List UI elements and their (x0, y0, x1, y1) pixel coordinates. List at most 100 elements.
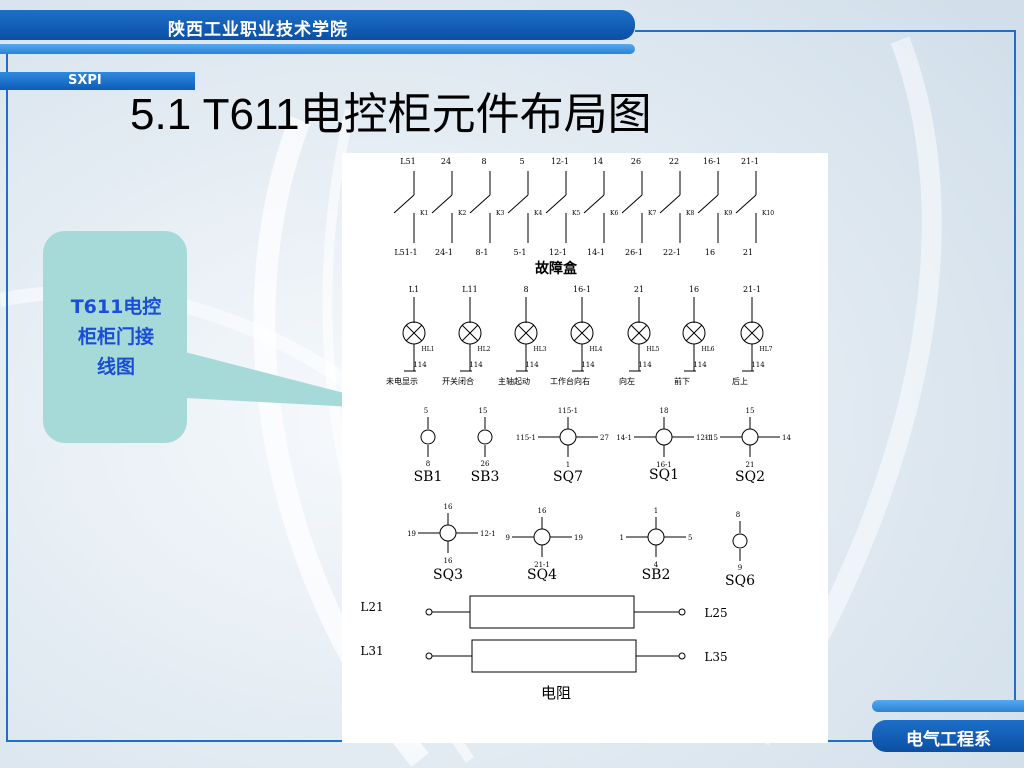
switch-top-label: 1 (654, 507, 658, 515)
frame-left-line (6, 54, 8, 740)
switch-label: K8 (686, 210, 694, 217)
school-abbr: SXPI (68, 73, 102, 88)
callout-line-1: T611电控 (70, 296, 162, 318)
lamp-hl-label: HL5 (646, 346, 659, 353)
lamp-bottom-label: 114 (413, 361, 427, 369)
lamp-cross (461, 324, 479, 342)
dept-bar (872, 720, 1024, 752)
switch-contact (559, 428, 577, 446)
switch-bottom-label: 21 (746, 461, 755, 469)
resistor-left-label: L31 (360, 644, 383, 658)
switch-blade (659, 194, 681, 214)
lamp-hl-label: HL7 (759, 346, 772, 353)
lamp-cross (743, 324, 761, 342)
lamp-hl-label: HL6 (701, 346, 714, 353)
wiring-diagram-svg: L51K1L51-124K224-18K38-15K45-112-1K512-1… (360, 157, 791, 702)
switch-bottom-label: 16-1 (656, 461, 672, 469)
lamp-top-label: 21-1 (743, 285, 761, 294)
switch-top-label: 15 (479, 407, 488, 415)
switch-blade (507, 194, 529, 214)
lamp-hl-label: HL2 (477, 346, 490, 353)
switch-label: K10 (762, 210, 774, 217)
switch-contact (741, 428, 759, 446)
switch-name: SQ3 (433, 567, 463, 583)
fault-box-title: 故障盒 (535, 260, 578, 277)
callout-line-2: 柜柜门接 (77, 326, 154, 348)
school-header-bar (0, 10, 635, 40)
fault-bottom-label: L51-1 (394, 248, 417, 257)
lamp-caption: 工作台向右 (550, 376, 590, 386)
callout-line-3: 线图 (96, 356, 135, 378)
resistor-body (471, 639, 637, 673)
lamp-bottom-label: 114 (751, 361, 765, 369)
lamp-bottom-label: 114 (581, 361, 595, 369)
school-header-underline (0, 44, 635, 54)
resistor-terminal (425, 608, 433, 616)
fault-bottom-label: 26-1 (625, 248, 643, 257)
resistor-caption: 电阻 (541, 684, 571, 702)
switch-top-label: 5 (424, 407, 428, 415)
switch-blade (583, 194, 605, 214)
frame-top-line (635, 30, 1016, 32)
switch-contact (647, 528, 665, 546)
lamp-cross (630, 324, 648, 342)
fault-bottom-label: 14-1 (587, 248, 605, 257)
fault-top-label: 14 (593, 157, 603, 166)
switch-name: SQ6 (725, 573, 755, 589)
switch-label: K4 (534, 210, 542, 217)
lamp-bottom-label: 114 (469, 361, 483, 369)
lamp-bottom-label: 114 (638, 361, 652, 369)
lamp-cross (573, 324, 591, 342)
lamp-hl-label: HL1 (421, 346, 434, 353)
lamp-top-label: L11 (462, 285, 478, 294)
switch-left-label: 115-1 (516, 434, 536, 442)
switch-blade (545, 194, 567, 214)
fault-top-label: L51 (400, 157, 416, 166)
switch-name: SQ1 (649, 467, 679, 483)
lamp-hl-label: HL4 (589, 346, 602, 353)
switch-blade (469, 194, 491, 214)
callout-text: T611电控 柜柜门接 线图 (52, 292, 180, 382)
switch-bottom-label: 21-1 (534, 561, 550, 569)
fault-top-label: 21-1 (741, 157, 759, 166)
switch-top-label: 16 (444, 503, 453, 511)
lamp-caption: 主轴起动 (498, 376, 530, 386)
fault-bottom-label: 5-1 (514, 248, 527, 257)
lamp-caption: 后上 (732, 376, 748, 386)
switch-contact (439, 524, 457, 542)
switch-name: SB1 (414, 469, 443, 485)
fault-top-label: 16-1 (703, 157, 721, 166)
lamp-top-label: 8 (523, 285, 528, 294)
switch-contact (533, 528, 551, 546)
department-name: 电气工程系 (906, 730, 991, 750)
abbr-bar (0, 72, 195, 90)
lamp-cross (405, 324, 423, 342)
callout-box (43, 231, 187, 443)
fault-bottom-label: 22-1 (663, 248, 681, 257)
lamp-top-label: 16 (689, 285, 699, 294)
resistor-terminal (425, 652, 433, 660)
switch-name: SQ7 (553, 469, 583, 485)
switch-name: SQ4 (527, 567, 557, 583)
switch-label: K9 (724, 210, 732, 217)
fault-top-label: 12-1 (551, 157, 569, 166)
fault-bottom-label: 8-1 (476, 248, 489, 257)
lamp-bottom-label: 114 (693, 361, 707, 369)
fault-top-label: 5 (519, 157, 524, 166)
switch-top-label: 16 (538, 507, 547, 515)
switch-blade (431, 194, 453, 214)
fault-top-label: 22 (669, 157, 679, 166)
fault-top-label: 8 (481, 157, 486, 166)
switch-label: K6 (610, 210, 618, 217)
switch-left-label: 115 (705, 434, 718, 442)
switch-left-label: 19 (407, 530, 416, 538)
switch-right-label: 19 (574, 534, 583, 542)
switch-label: K2 (458, 210, 466, 217)
switch-contact (477, 429, 493, 445)
switch-bottom-label: 9 (738, 564, 742, 572)
switch-label: K3 (496, 210, 504, 217)
dept-bar-line (872, 700, 1024, 712)
lamp-hl-label: HL3 (533, 346, 546, 353)
switch-label: K5 (572, 210, 580, 217)
lamp-caption: 未电显示 (386, 376, 418, 386)
